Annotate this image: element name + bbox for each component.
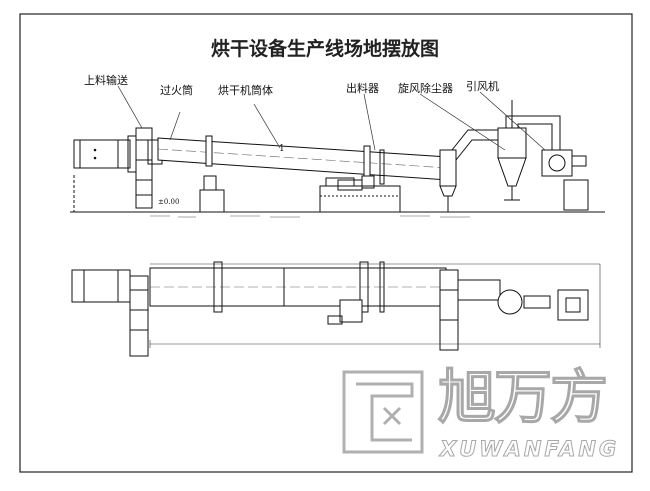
plan-discharger [439,269,459,351]
diagram-title: 烘干设备生产线场地摆放图 [210,38,439,60]
elevation-mark: ±0.00 [158,198,180,206]
watermark-en: XUWANFANG [439,437,620,462]
dryer-drum [157,135,449,187]
feeder-conveyor [73,135,137,212]
label-feeder: 上料输送 [84,74,128,87]
watermark-logo [342,370,424,454]
elevation-view [70,85,605,218]
duct [451,129,500,161]
drawing-frame [19,13,633,473]
plan-fan [557,289,589,321]
plan-drive [339,299,363,323]
cyclone [497,100,527,201]
label-dryer-body: 烘干机筒体 [218,84,273,97]
plan-view [71,261,601,357]
label-discharger: 出料器 [346,82,379,95]
discharger [439,149,457,212]
label-cyclone: 旋风除尘器 [398,82,453,95]
ground-hatch [150,215,470,218]
supports [199,175,401,213]
dimension-lines [149,263,601,348]
plan-feeder [71,269,131,303]
label-fire-cylinder: 过火筒 [160,84,193,97]
angle-mark: 1 [279,144,285,154]
watermark-cn: 旭万方 [437,363,608,431]
plan-cyclone [497,289,523,315]
label-fan: 引风机 [466,80,499,93]
leader-lines [117,85,546,151]
fan [541,149,589,211]
